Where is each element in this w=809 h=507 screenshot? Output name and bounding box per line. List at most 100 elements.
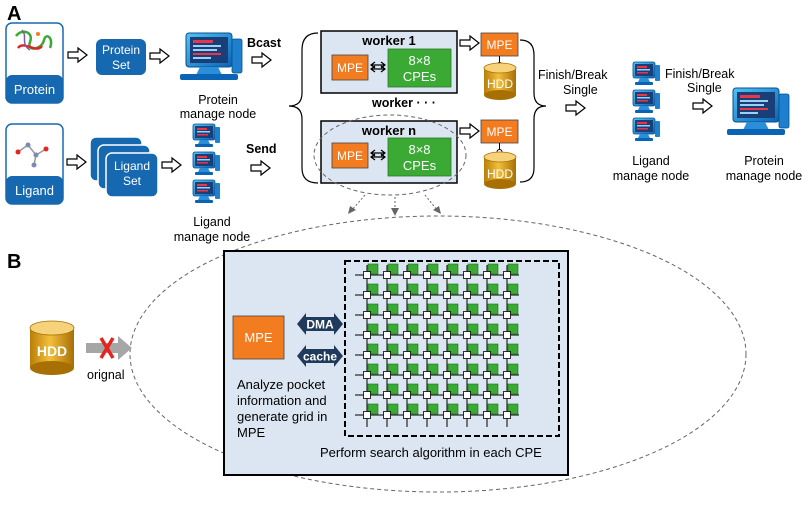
worker-1-hdd-label: HDD [487, 77, 513, 91]
cpe-core [367, 383, 379, 395]
mesh-router-node [503, 351, 511, 359]
ligand-node-line1: Ligand [193, 215, 231, 229]
cpe-core [487, 323, 499, 335]
cpe-core [467, 383, 479, 395]
analyze-line-2: information and [237, 393, 327, 408]
panel-b-mpe-label: MPE [244, 330, 273, 345]
worker-1-mpe-label: MPE [337, 61, 363, 75]
protein-set-box: Protein Set [96, 39, 146, 75]
cpe-core [427, 403, 439, 415]
mesh-router-node [423, 311, 431, 319]
mesh-router-node [383, 271, 391, 279]
mesh-router-node [363, 371, 371, 379]
arrow-set-to-protein-node [149, 48, 170, 64]
mesh-router-node [423, 291, 431, 299]
mesh-router-node [483, 391, 491, 399]
mesh-router-node [423, 391, 431, 399]
panel-a-label: A [7, 3, 21, 25]
mesh-router-node [463, 331, 471, 339]
mesh-router-node [363, 391, 371, 399]
perform-label: Perform search algorithm in each CPE [320, 445, 542, 460]
protein-node-line1: Protein [198, 93, 238, 107]
cpe-core [427, 323, 439, 335]
mesh-router-node [403, 411, 411, 419]
mesh-router-node [363, 291, 371, 299]
cpe-core [487, 403, 499, 415]
mesh-router-node [483, 311, 491, 319]
cpe-core [447, 303, 459, 315]
cpe-core [447, 323, 459, 335]
mesh-router-node [443, 291, 451, 299]
protein-label: Protein [14, 82, 55, 97]
ligand-source-box: Ligand [5, 123, 64, 205]
arrow-ligand-to-set [66, 154, 87, 170]
cpe-core [367, 323, 379, 335]
ligand-node-computer-icon-2 [192, 151, 221, 176]
cpe-core [407, 323, 419, 335]
protein-set-line1: Protein [102, 43, 140, 57]
cpe-core [507, 343, 519, 355]
worker-n-cpes-line2: CPEs [403, 158, 437, 173]
arrow-set-to-ligand-node [161, 157, 182, 173]
mesh-router-node [363, 271, 371, 279]
cpe-core [447, 383, 459, 395]
worker-n-highlight-ellipse [313, 114, 467, 196]
mesh-router-node [463, 311, 471, 319]
right-brace [519, 39, 547, 183]
cpe-core [507, 323, 519, 335]
mesh-router-node [503, 311, 511, 319]
mesh-router-node [403, 291, 411, 299]
cpe-core [407, 263, 419, 275]
ligand-set-line1: Ligand [114, 159, 150, 173]
mesh-router-node [443, 391, 451, 399]
arrow-finish1 [565, 100, 586, 116]
cpe-core [387, 363, 399, 375]
send-label: Send [246, 142, 277, 156]
mesh-router-node [443, 311, 451, 319]
worker-1-mpe [331, 54, 369, 81]
mesh-router-node [383, 351, 391, 359]
ligand-set-stack: Ligand Set [89, 136, 159, 198]
cpe-core [407, 303, 419, 315]
right-protein-node-line1: Protein [744, 154, 784, 168]
cpe-core [487, 343, 499, 355]
dma-arrow: DMA [297, 313, 343, 335]
mesh-router-node [463, 351, 471, 359]
right-ligand-computer-icon-1 [632, 61, 661, 86]
left-brace [288, 32, 319, 184]
mesh-router-node [423, 411, 431, 419]
cpe-core [507, 363, 519, 375]
cpe-core [467, 283, 479, 295]
ligand-node-line2: manage node [174, 230, 251, 244]
cpe-core [507, 303, 519, 315]
panel-b-hdd-label: HDD [37, 343, 67, 359]
orignal-label: orignal [87, 368, 125, 382]
mesh-router-node [363, 351, 371, 359]
cpe-core [507, 383, 519, 395]
mesh-router-node [483, 291, 491, 299]
mesh-router-node [443, 411, 451, 419]
mesh-router-node [503, 411, 511, 419]
mesh-router-node [483, 331, 491, 339]
worker-dots-label: worker · · · [371, 96, 436, 110]
cpe-core [387, 263, 399, 275]
cache-arrow: cache [297, 345, 343, 367]
cpe-grid-box [344, 260, 560, 437]
cpe-core [407, 403, 419, 415]
worker-1-title: worker 1 [361, 33, 415, 48]
worker-1-box: worker 1 MPE 8×8 CPEs [320, 30, 458, 94]
cpe-core [407, 343, 419, 355]
cpe-core [467, 343, 479, 355]
worker-n-cpes-line1: 8×8 [408, 142, 430, 157]
cpe-core [447, 283, 459, 295]
mesh-router-node [483, 371, 491, 379]
cpe-core [427, 283, 439, 295]
cpe-core [507, 283, 519, 295]
mesh-router-node [403, 391, 411, 399]
arrow-worker1-to-mpe [459, 35, 480, 51]
cpe-core [427, 263, 439, 275]
mesh-router-node [463, 411, 471, 419]
finish1-line2: Single [563, 83, 598, 97]
arrow-finish2 [692, 98, 713, 114]
